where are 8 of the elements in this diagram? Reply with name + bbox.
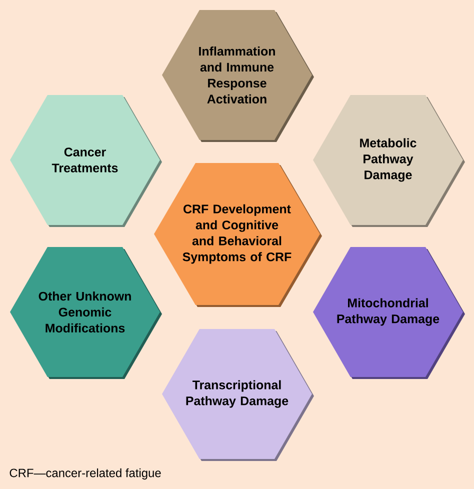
caption: CRF—cancer-related fatigue [10,468,161,480]
hexagon: Metabolic Pathway Damage [313,95,465,227]
hexagon: CRF Development and Cognitive and Behavioral Symptoms of CRF [154,163,322,307]
hexagon: Transcriptional Pathway Damage [162,329,314,461]
hexagon: Cancer Treatments [10,95,162,227]
hexagon: Other Unknown Genomic Modifications [10,247,162,379]
hexagon: Inflammation and Immune Response Activation [162,10,314,142]
hexagon: Mitochondrial Pathway Damage [313,247,465,379]
